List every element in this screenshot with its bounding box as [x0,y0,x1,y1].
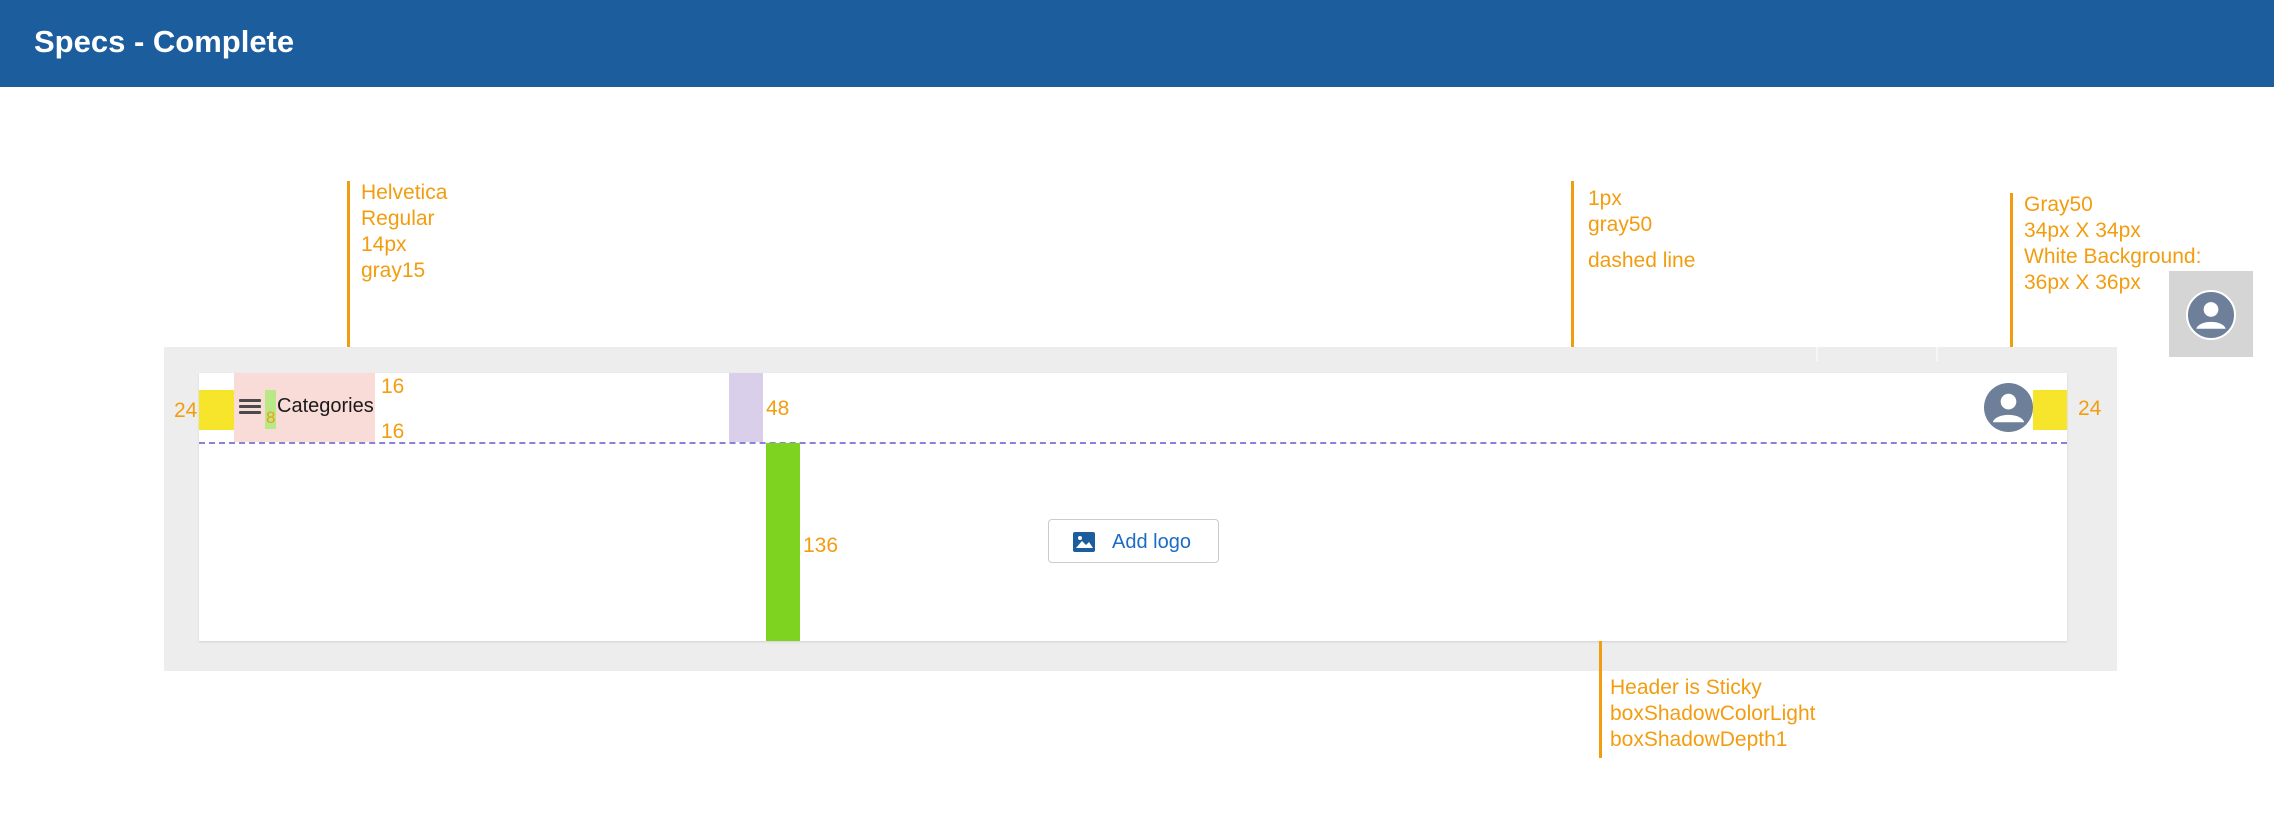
avatar-annotation-line-1: Gray50 [2024,193,2093,216]
header-divider [199,442,2067,444]
content-height-block [766,443,800,641]
font-annotation-line-1: Helvetica [361,181,448,204]
header-height-block [729,373,763,442]
categories-button[interactable]: Categories [277,395,374,417]
header-height-label: 48 [766,397,790,420]
sticky-annotation-text: Header is Sticky boxShadowColorLight box… [1610,675,1815,753]
font-annotation-line-3: 14px [361,233,407,256]
font-annotation-line-2: Regular [361,207,435,230]
menu-icon[interactable] [238,396,263,418]
left-padding-block [199,390,234,430]
avatar-icon [2186,290,2236,340]
avatar-annotation-text: Gray50 34px X 34px White Background: 36p… [2024,192,2201,296]
avatar-annotation-line-4: 36px X 36px [2024,271,2141,294]
font-annotation-text: Helvetica Regular 14px gray15 [361,180,447,284]
user-avatar-icon[interactable] [1984,383,2033,432]
divider-annotation-line-3: dashed line [1588,249,1696,272]
divider-annotation-line [1571,181,1574,443]
avatar-annotation-line-2: 34px X 34px [2024,219,2141,242]
sticky-annotation-line-3: boxShadowDepth1 [1610,728,1788,751]
divider-annotation-text: 1px gray50 dashed line [1588,186,1695,274]
icon-gap-block [265,390,276,429]
avatar-annotation-line-3: White Background: [2024,245,2202,268]
add-logo-label: Add logo [1112,531,1191,553]
left-padding-label: 24 [174,399,198,422]
header-card [199,373,2067,641]
stage-tick [1936,347,1938,361]
stage-tick [1816,347,1818,361]
font-annotation-line-4: gray15 [361,259,426,282]
sticky-annotation-line [1599,641,1602,758]
top-padding-label: 16 [381,375,405,398]
icon-gap-label: 8 [266,408,276,427]
divider-annotation-line-2: gray50 [1588,213,1653,236]
bottom-padding-label: 16 [381,420,405,443]
avatar-annotation-line [2010,193,2013,380]
sticky-annotation-line-1: Header is Sticky [1610,676,1762,699]
right-padding-block [2033,390,2067,430]
specs-header-bar: Specs - Complete [0,0,2274,87]
image-icon [1073,532,1095,552]
avatar-sample-box [2169,271,2253,357]
font-annotation-line [347,181,350,395]
divider-annotation-line-1: 1px [1588,187,1622,210]
content-height-label: 136 [803,534,839,557]
right-padding-label: 24 [2078,397,2102,420]
add-logo-button[interactable]: Add logo [1048,519,1219,563]
page-title: Specs - Complete [34,24,295,59]
sticky-annotation-line-2: boxShadowColorLight [1610,702,1816,725]
